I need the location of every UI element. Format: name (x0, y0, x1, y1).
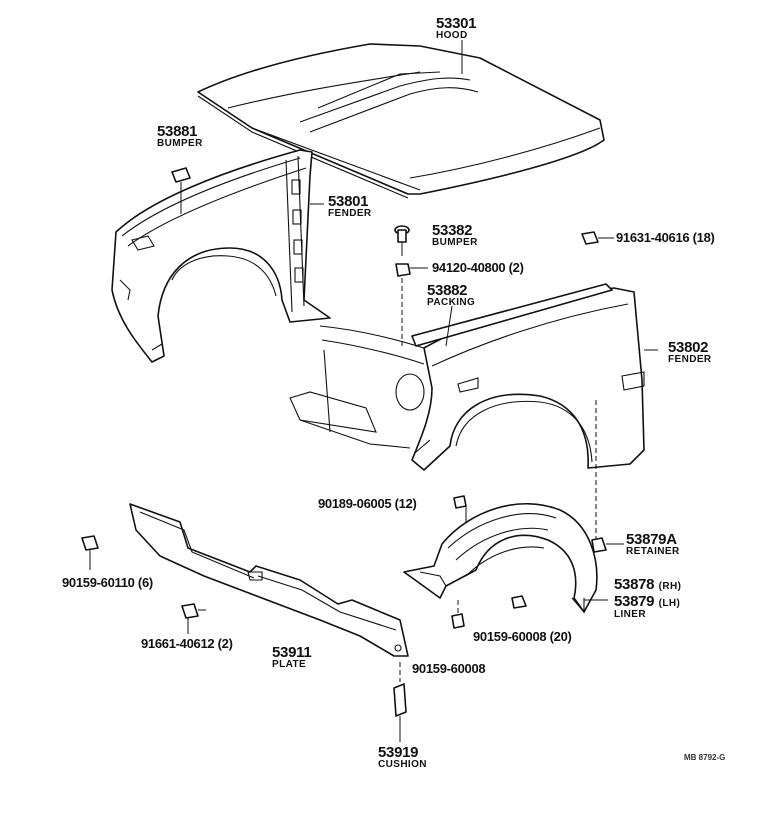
screw-91631-label: 91631-40616 (18) (616, 230, 715, 245)
fender-rh-number: 53802 (668, 339, 709, 356)
bumper-53382-drawing (394, 225, 410, 256)
screw-90159-20-label: 90159-60008 (20) (473, 629, 572, 644)
retainer-drawing (591, 537, 624, 553)
body-outline (289, 325, 431, 449)
plate-drawing (129, 503, 409, 657)
liner-lh-number: 53879 (614, 593, 655, 610)
hood-name: HOOD (436, 30, 468, 41)
screw-90189-drawing (453, 495, 467, 509)
liner-rh-suffix: (RH) (658, 581, 682, 592)
screw-90159-60110-label: 90159-60110 (6) (62, 575, 153, 590)
plate-number: 53911 (272, 644, 312, 661)
retainer-label: 53879A RETAINER (626, 532, 680, 557)
fender-rh-name: FENDER (668, 354, 712, 365)
fender-rh-label: 53802 FENDER (668, 340, 712, 365)
plate-name: PLATE (272, 659, 307, 670)
screw-90159-drawing (451, 600, 465, 629)
packing-name: PACKING (427, 297, 476, 308)
fender-lh-label: 53801 FENDER (328, 194, 372, 219)
retainer-number: 53879A (626, 531, 677, 548)
fender-rh-drawing (411, 283, 645, 471)
bumper-53382-label: 53382 BUMPER (432, 223, 478, 248)
cushion-name: CUSHION (378, 759, 427, 770)
liner-drawing (403, 502, 598, 614)
bumper-53881-number: 53881 (157, 123, 198, 140)
bolt-91661-label: 91661-40612 (2) (141, 636, 233, 651)
packing-number: 53882 (427, 282, 468, 299)
plate-label: 53911 PLATE (272, 644, 312, 670)
hood-number: 53301 (436, 15, 477, 32)
bolt-91661-drawing (181, 603, 206, 634)
bumper-53881-label: 53881 BUMPER (157, 124, 203, 149)
liner-name: LINER (614, 609, 646, 620)
liner-rh-number: 53878 (614, 576, 655, 593)
screw-91631-drawing (581, 231, 614, 245)
cushion-label: 53919 CUSHION (378, 745, 427, 770)
bumper-53881-drawing (171, 167, 191, 214)
screw-90159-label: 90159-60008 (412, 661, 486, 676)
screw-90159-60110-drawing (81, 535, 99, 570)
drawing-code: MB 8792-G (684, 753, 726, 762)
cushion-number: 53919 (378, 744, 419, 761)
bumper-53382-number: 53382 (432, 222, 473, 239)
hood-label: 53301 HOOD (436, 15, 477, 41)
nut-94120-label: 94120-40800 (2) (432, 260, 524, 275)
retainer-name: RETAINER (626, 546, 680, 557)
cushion-drawing (393, 662, 407, 742)
hood-drawing (197, 43, 605, 199)
liner-label: 53878 (RH) 53879 (LH) LINER (614, 577, 681, 620)
screw-90159-20-drawing (511, 595, 527, 609)
bumper-53881-name: BUMPER (157, 138, 203, 149)
liner-lh-suffix: (LH) (658, 598, 681, 609)
bumper-53382-name: BUMPER (432, 237, 478, 248)
fender-lh-number: 53801 (328, 193, 369, 210)
fender-lh-drawing (111, 149, 331, 363)
packing-label: 53882 PACKING (427, 283, 475, 308)
fender-lh-name: FENDER (328, 208, 372, 219)
nut-94120-drawing (395, 263, 428, 277)
screw-90189-label: 90189-06005 (12) (318, 496, 417, 511)
